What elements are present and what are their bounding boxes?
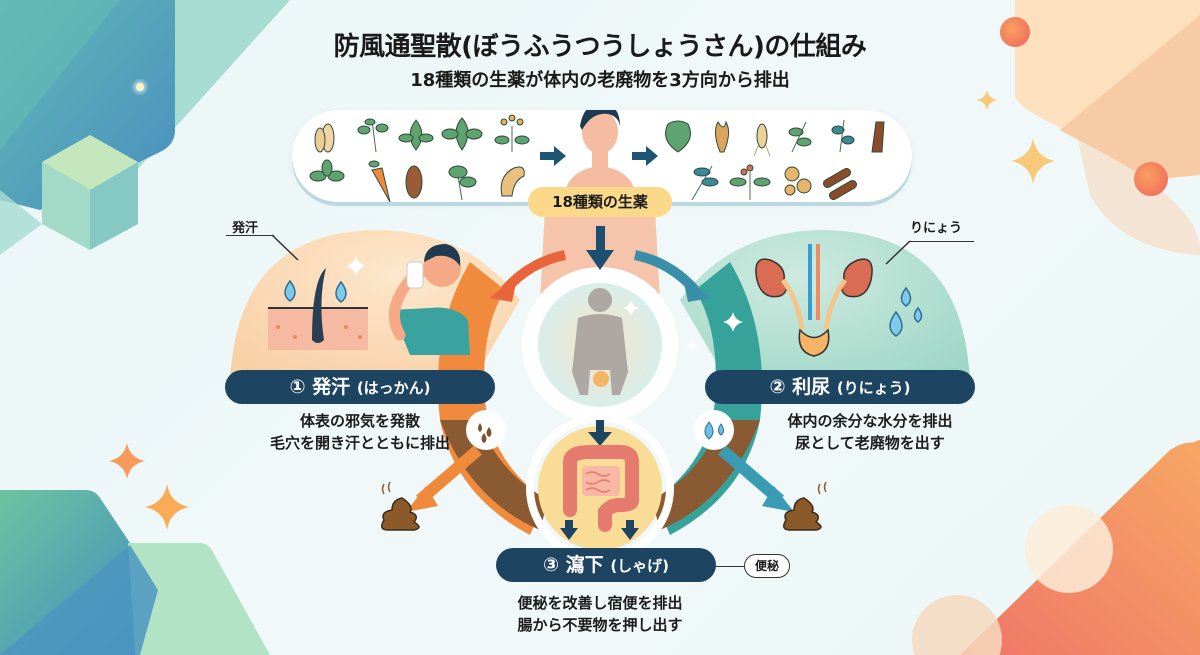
callout-line-bowel: [716, 566, 744, 567]
section-reading: (しゃげ): [610, 557, 670, 575]
section-name: 利尿: [792, 376, 831, 398]
herb-leaf-icon: [309, 159, 345, 182]
callout-sweat: 発汗: [232, 221, 259, 236]
callout-urine: りにょう: [910, 221, 963, 236]
herb-sprig-icon: [831, 119, 855, 153]
herb-tuber-icon: [405, 165, 423, 199]
section-number: ①: [289, 376, 306, 398]
section-reading: (はっかん): [356, 379, 431, 397]
callout-connector-urine: [885, 240, 911, 265]
herb-sprig-icon: [357, 118, 389, 153]
herb-leaf-sprig-icon: [788, 121, 812, 153]
herb-leaf-sprig-icon: [691, 165, 719, 201]
stool-icon-left: [381, 481, 420, 531]
section-sweat-label: ① 発汗 (はっかん): [225, 370, 495, 404]
herb-ginseng-icon: [753, 123, 771, 157]
section-reading: (りにょう): [836, 379, 911, 397]
herb-flower-icon: [729, 164, 771, 200]
herb-carrot-icon: [368, 160, 391, 202]
callout-connector-sweat: [272, 234, 299, 261]
constipation-tag: 便秘: [744, 554, 791, 578]
herb-count-label: 18種類の生薬: [528, 187, 672, 217]
herb-leaf-icon: [665, 120, 691, 153]
herb-cinnamon-icon: [822, 168, 858, 200]
section-sweat-description: 体表の邪気を発散 毛穴を開き汗とともに排出: [269, 412, 450, 452]
callout-line-sweat: [226, 235, 274, 236]
section-bowel-label: ③ 瀉下 (しゃげ): [496, 548, 716, 582]
section-bowel-description: 便秘を改善し宿便を排出 腸から不要物を押し出す: [517, 594, 683, 634]
stool-icon-right: [783, 481, 827, 531]
callout-line-urine: [910, 241, 974, 242]
herb-ginger-icon: [500, 166, 525, 197]
page-subtitle: 18種類の生薬が体内の老廃物を3方向から排出: [410, 70, 790, 91]
herb-parsley-icon: [448, 165, 477, 201]
section-name: 瀉下: [565, 554, 604, 576]
herb-root-icon: [314, 123, 335, 153]
section-number: ③: [542, 554, 560, 576]
section-number: ②: [769, 376, 786, 398]
herb-root-slices-icon: [784, 166, 812, 196]
herb-leaf-cluster-icon: [441, 117, 483, 151]
section-name: 発汗: [312, 376, 351, 398]
herb-flower-icon: [494, 114, 530, 152]
section-urine-label: ② 利尿 (りにょう): [705, 370, 975, 404]
section-urine-description: 体内の余分な水分を排出 尿として老廃物を出す: [787, 412, 953, 452]
herb-bark-icon: [871, 121, 885, 153]
page-title: 防風通聖散(ぼうふうつうしょうさん)の仕組み: [333, 32, 867, 62]
herb-icons: [309, 110, 885, 202]
herb-leaf-icon: [398, 119, 434, 151]
herb-root-icon: [714, 120, 730, 153]
